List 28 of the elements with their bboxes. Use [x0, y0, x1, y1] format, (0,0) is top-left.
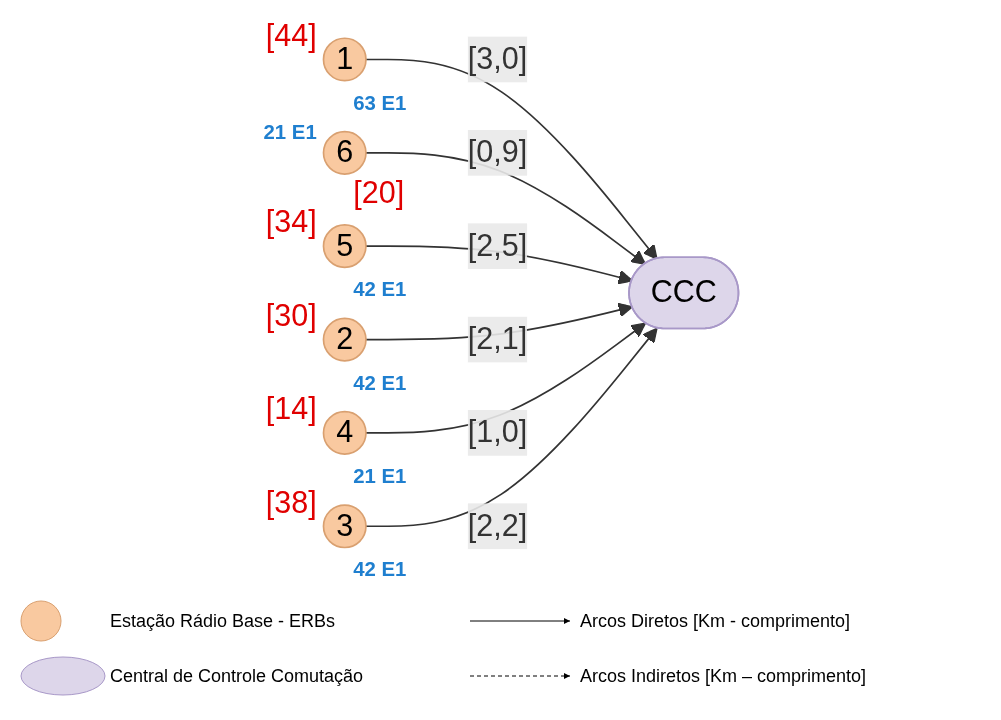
capacity-label: [14] [265, 391, 317, 426]
legend-text: Arcos Diretos [Km - comprimento] [580, 610, 852, 632]
link-count-label: 42 E1 [352, 278, 406, 301]
node-circle: 3 [322, 504, 367, 549]
edge-label: [1,0] [467, 415, 527, 450]
capacity-label: [38] [265, 484, 317, 519]
legend-text: Arcos Indiretos [Km – comprimento] [580, 665, 868, 687]
edge-label: [2,5] [467, 228, 527, 263]
edge-label: [0,9] [467, 135, 527, 169]
capacity-label: [44] [265, 17, 317, 52]
node-circle: 1 [322, 37, 367, 82]
edge-label: [2,2] [467, 508, 527, 543]
capacity-label: [30] [265, 297, 317, 332]
link-count-label: 63 E1 [352, 91, 406, 114]
node-circle: 5 [322, 224, 367, 269]
legend-text: Estação Rádio Base - ERBs [110, 610, 337, 632]
node-circle: 6 [322, 130, 367, 175]
link-count-label: 21 E1 [352, 464, 406, 487]
capacity-label: [20] [352, 174, 404, 209]
link-count-label: 21 E1 [263, 121, 317, 144]
legend-text: Central de Controle Comutação [110, 665, 365, 687]
link-count-label: 42 E1 [352, 558, 406, 581]
node-circle: 4 [322, 410, 367, 455]
node-circle: 2 [322, 317, 367, 362]
link-count-label: 42 E1 [352, 371, 406, 394]
edge-label: [3,0] [467, 41, 527, 76]
capacity-label: [34] [265, 204, 317, 239]
edge-label: [2,1] [467, 321, 527, 356]
